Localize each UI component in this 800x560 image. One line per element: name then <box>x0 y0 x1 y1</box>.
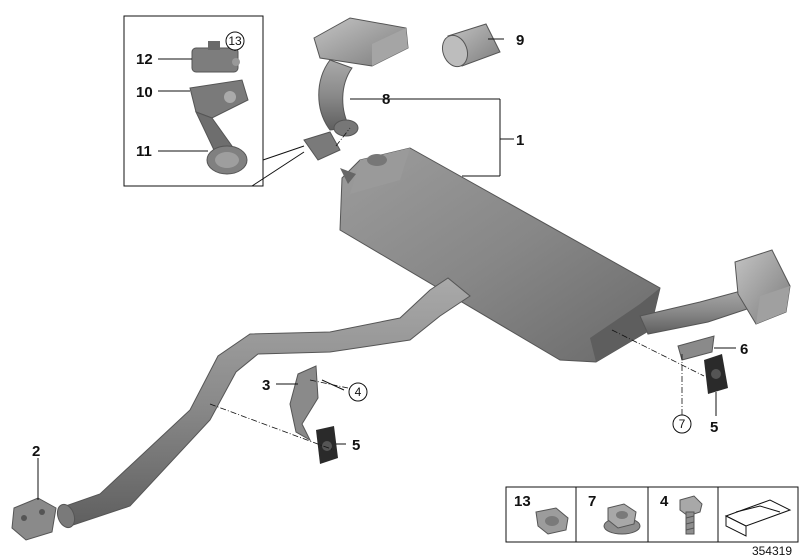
direction-arrow-icon <box>724 499 792 537</box>
actuator-bracket <box>189 79 249 151</box>
tailpipe-trim <box>441 23 501 68</box>
callout-11: 11 <box>136 143 152 160</box>
callout-9: 9 <box>516 32 524 49</box>
rear-muffler <box>339 147 661 363</box>
callout-6: 6 <box>740 341 748 358</box>
callout-13: 13 <box>228 34 242 48</box>
flange-nut-icon <box>603 503 641 535</box>
callout-2: 2 <box>32 443 40 460</box>
leader-lines <box>37 38 736 500</box>
callout-labels: 12 10 11 13 9 8 1 3 4 5 6 7 5 2 <box>32 31 748 460</box>
intermediate-pipe <box>56 277 471 529</box>
diagram-reference-number: 354319 <box>752 544 792 558</box>
callout-10: 10 <box>136 84 153 101</box>
assembly-lines <box>209 127 705 451</box>
callout-1: 1 <box>516 132 524 149</box>
rubber-mount-rear <box>704 354 728 394</box>
callout-5-rear: 5 <box>710 419 718 436</box>
pipe-clamp <box>11 497 57 541</box>
callout-4: 4 <box>355 385 362 399</box>
detail-inset-box <box>123 15 305 187</box>
hex-bolt-icon <box>679 495 703 535</box>
legend-label-7: 7 <box>588 493 596 510</box>
tailpipe-upper <box>303 17 409 161</box>
rear-hanger-bracket <box>677 335 715 361</box>
exhaust-flap-actuator <box>191 41 240 73</box>
tailpipe-right <box>639 249 791 335</box>
rubber-mount-front <box>316 426 338 464</box>
legend-label-4: 4 <box>660 493 669 510</box>
callout-3: 3 <box>262 377 270 394</box>
callout-5-front: 5 <box>352 437 360 454</box>
callout-12: 12 <box>136 51 153 68</box>
front-hanger-bracket <box>289 365 319 442</box>
callout-7: 7 <box>679 417 686 431</box>
legend-label-13: 13 <box>514 493 531 510</box>
exhaust-flap-ring <box>206 145 248 175</box>
callout-8: 8 <box>382 91 390 108</box>
hardware-legend: 13 7 4 <box>505 486 799 543</box>
hex-nut-icon <box>535 507 569 535</box>
